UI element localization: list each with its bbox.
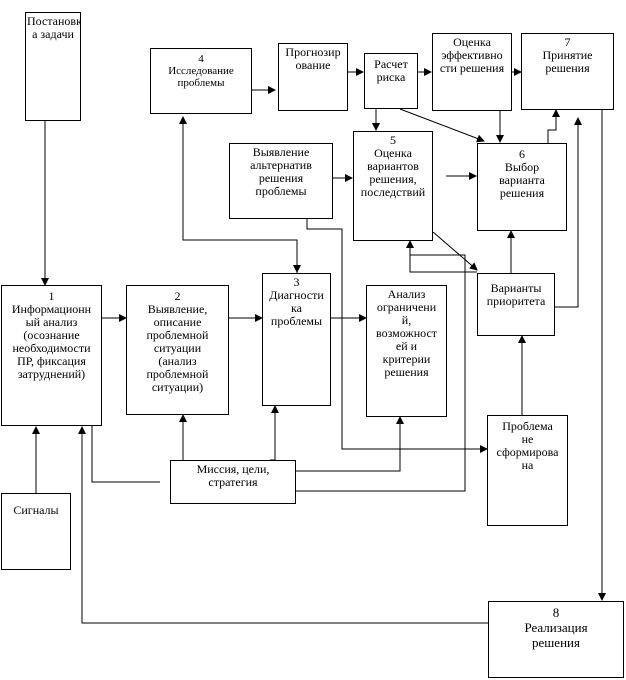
arrow-choice-to-decision xyxy=(547,109,560,144)
node-situation-number: 2 xyxy=(174,289,181,303)
node-signals-text: Сигналы xyxy=(13,503,59,517)
arrow-implementation-to-info xyxy=(78,426,488,624)
node-situation-text: Выявление, описание проблемной ситуации … xyxy=(146,302,209,394)
node-forecast-text: Прогнозир ование xyxy=(285,45,341,72)
node-choice-number: 6 xyxy=(519,147,525,161)
node-info: 1 Информационн ый анализ (осознание необ… xyxy=(1,285,102,426)
node-efficiency-text: Оценка эффективно сти решения xyxy=(439,35,505,75)
node-situation: 2 Выявление, описание проблемной ситуаци… xyxy=(126,285,229,415)
node-risk: Расчет риска xyxy=(364,53,418,109)
node-decision-text: Принятие решения xyxy=(542,48,593,75)
arrow-mission-to-evaluation xyxy=(296,254,466,492)
node-research-number: 4 xyxy=(198,53,204,65)
node-evaluation-number: 5 xyxy=(390,133,396,147)
node-task-text: Постановк а задачи xyxy=(27,14,81,41)
node-constraints-text: Анализ ограничени й, возможност ей и кри… xyxy=(375,287,438,379)
node-priority: Варианты приоритета xyxy=(477,273,555,336)
node-alternatives: Выявление альтернатив решения проблемы xyxy=(229,143,333,219)
node-diagnostics-number: 3 xyxy=(293,275,300,289)
node-efficiency: Оценка эффективно сти решения xyxy=(432,33,512,111)
arrow-risk-to-choice xyxy=(399,108,485,143)
arrow-evaluation-to-priority xyxy=(432,231,478,271)
arrow-mission-to-constraints xyxy=(296,416,404,472)
node-decision: 7 Принятие решения xyxy=(521,33,614,110)
node-decision-number: 7 xyxy=(564,35,571,49)
line-mission-to-info xyxy=(91,426,160,483)
node-evaluation: 5 Оценка вариантов решения, последствий xyxy=(353,131,433,241)
arrow-mission-to-diagnostics xyxy=(270,405,279,461)
arrow-alternatives-to-unformed xyxy=(306,219,488,453)
node-info-number: 1 xyxy=(48,289,55,303)
node-alternatives-text: Выявление альтернатив решения проблемы xyxy=(250,145,312,198)
node-info-text: Информационн ый анализ (осознание необхо… xyxy=(11,302,92,381)
node-risk-text: Расчет риска xyxy=(374,57,408,84)
node-diagnostics: 3 Диагности ка проблемы xyxy=(262,273,331,406)
node-constraints: Анализ ограничени й, возможност ей и кри… xyxy=(366,285,447,417)
node-implementation-text: Реализация решения xyxy=(524,620,588,650)
node-research: 4 Исследование проблемы xyxy=(150,48,252,114)
node-forecast: Прогнозир ование xyxy=(278,43,348,111)
node-unformed-text: Проблема не сформирова на xyxy=(496,419,559,472)
arrow-priority-to-evaluation xyxy=(406,240,477,273)
arrow-research-to-diagnostics xyxy=(183,239,301,273)
node-signals: Сигналы xyxy=(1,493,71,570)
node-mission: Миссия, цели, стратегия xyxy=(170,460,296,504)
arrow-priority-to-decision xyxy=(555,117,582,308)
node-priority-text: Варианты приоритета xyxy=(486,281,546,308)
node-evaluation-text: Оценка вариантов решения, последствий xyxy=(360,146,426,199)
node-task: Постановк а задачи xyxy=(25,12,81,121)
node-research-text: Исследование проблемы xyxy=(168,65,234,89)
node-implementation: 8 Реализация решения xyxy=(488,601,624,678)
node-implementation-number: 8 xyxy=(552,605,560,620)
node-choice-text: Выбор варианта решения xyxy=(499,160,545,200)
node-unformed: Проблема не сформирова на xyxy=(487,415,568,526)
node-choice: 6 Выбор варианта решения xyxy=(477,143,567,231)
node-diagnostics-text: Диагности ка проблемы xyxy=(269,288,324,328)
node-mission-text: Миссия, цели, стратегия xyxy=(196,462,270,489)
